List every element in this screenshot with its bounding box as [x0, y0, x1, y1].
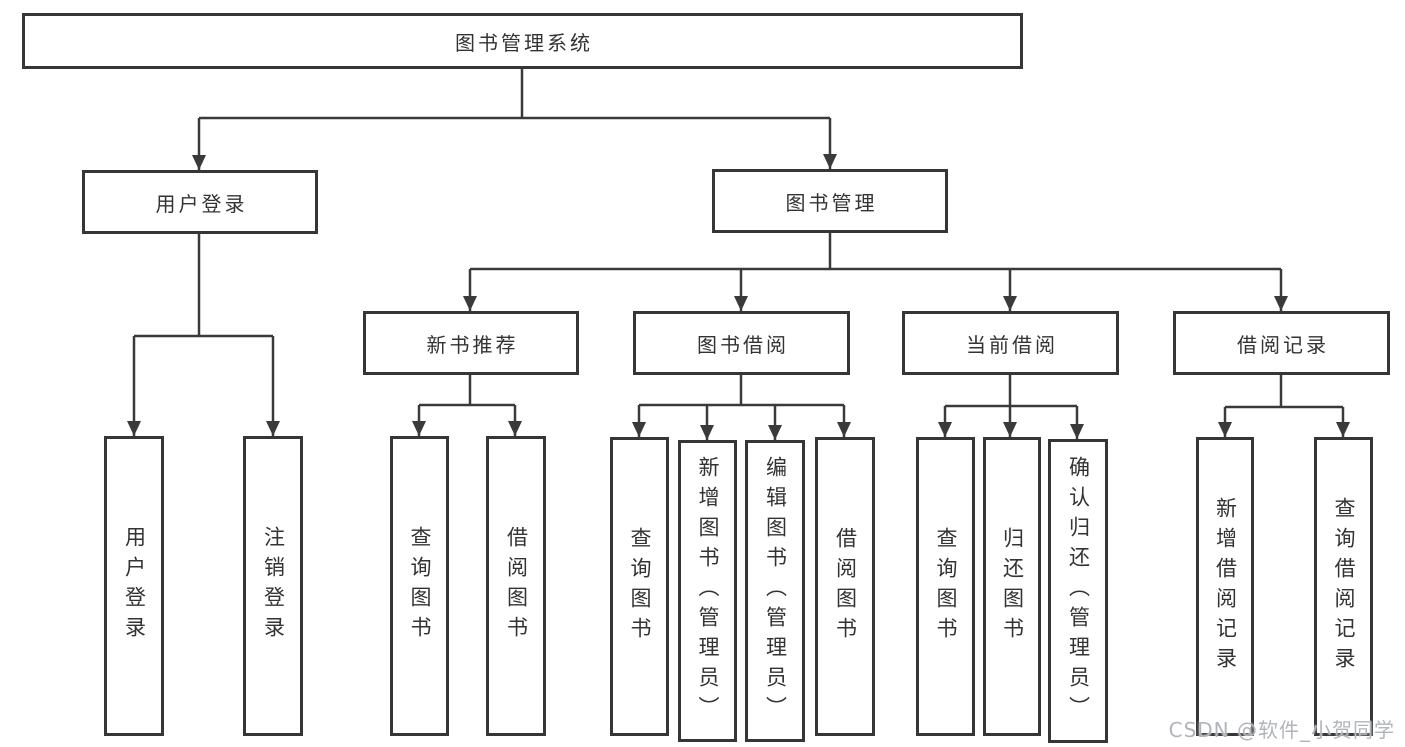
- node-label: 查询借阅记录: [1332, 496, 1356, 677]
- node-label: 查询图书: [934, 526, 958, 647]
- node-label: 用户登录: [122, 526, 147, 646]
- node-label: 借阅图书: [504, 526, 529, 646]
- node-book-borrowing: 图书借阅: [633, 311, 850, 375]
- leaf-return-books: 归还图书: [983, 437, 1041, 736]
- node-label: 编辑图书（管理员）: [763, 456, 788, 726]
- node-borrowing-records: 借阅记录: [1173, 311, 1390, 375]
- leaf-query-books-current: 查询图书: [916, 437, 975, 736]
- leaf-query-borrow-record: 查询借阅记录: [1314, 437, 1373, 736]
- node-library-management-system: 图书管理系统: [22, 13, 1023, 69]
- node-label: 图书管理: [785, 190, 878, 215]
- node-label: 借阅图书: [833, 526, 858, 647]
- node-current-borrowing: 当前借阅: [902, 311, 1119, 375]
- leaf-confirm-return-admin: 确认归还（管理员）: [1048, 439, 1108, 743]
- leaf-borrow-books: 借阅图书: [815, 437, 875, 736]
- node-label: 新增借阅记录: [1213, 496, 1238, 677]
- leaf-add-borrow-record: 新增借阅记录: [1196, 437, 1254, 736]
- node-label: 确认归还（管理员）: [1066, 456, 1091, 726]
- node-label: 借阅记录: [1237, 332, 1329, 357]
- node-label: 图书管理系统: [455, 30, 593, 55]
- leaf-add-book-admin: 新增图书（管理员）: [678, 440, 737, 742]
- node-label: 注销登录: [261, 526, 286, 646]
- leaf-user-login: 用户登录: [104, 436, 164, 736]
- leaf-logout: 注销登录: [243, 436, 303, 736]
- node-new-book-recommend: 新书推荐: [363, 311, 579, 375]
- node-label: 新增图书（管理员）: [696, 456, 720, 726]
- node-label: 当前借阅: [966, 332, 1058, 357]
- node-label: 查询图书: [408, 526, 432, 646]
- leaf-query-books-borrow: 查询图书: [610, 437, 669, 736]
- node-label: 归还图书: [1000, 526, 1025, 647]
- leaf-query-books-recommend: 查询图书: [390, 436, 449, 736]
- node-label: 用户登录: [155, 191, 248, 216]
- leaf-borrow-books-recommend: 借阅图书: [486, 436, 546, 736]
- node-label: 查询图书: [628, 526, 652, 647]
- node-label: 图书借阅: [697, 332, 789, 357]
- leaf-edit-book-admin: 编辑图书（管理员）: [745, 440, 805, 742]
- node-user-login: 用户登录: [82, 170, 318, 234]
- node-book-management: 图书管理: [712, 169, 948, 233]
- watermark: CSDN @软件_小贺同学: [1168, 718, 1395, 742]
- connector-skeleton: [134, 68, 1343, 409]
- node-label: 新书推荐: [426, 332, 519, 357]
